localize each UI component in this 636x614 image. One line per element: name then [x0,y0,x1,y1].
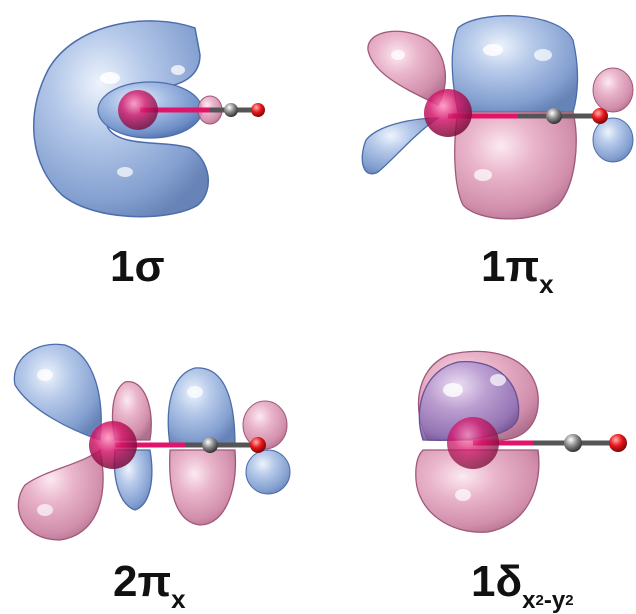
2pi-small-upper [242,400,288,450]
label-main: 1π [481,242,540,291]
pi-lobe-lower-left [361,117,441,175]
delta-lower-lobe [415,449,540,533]
label-main: 1σ [110,242,165,291]
2pi-lobe-right-lower [169,449,237,526]
label-sub-y: -y [543,587,566,614]
carbon-atom [546,108,562,124]
label-main: 1δ [471,557,523,606]
metal-atom [89,421,137,469]
orbital-panel-2pix: 2πx [0,300,318,613]
pi-lobe-upper-right [451,15,579,113]
2pi-lobe-upper-left [13,343,102,441]
orbital-1pix-image [361,15,634,220]
orbital-panel-1delta: 1δx2-y2 [318,300,636,613]
carbon-atom [224,103,238,117]
oxygen-atom [609,434,627,452]
oxygen-atom [251,103,265,117]
2pi-lobe-lower-left [17,448,104,541]
orbital-1delta-image [415,350,627,533]
label-1delta: 1δx2-y2 [471,557,574,613]
label-1pix: 1πx [481,242,554,298]
metal-atom [118,90,158,130]
metal-atom [424,89,472,137]
label-sup-1: 2 [535,592,544,609]
oxygen-atom [592,108,608,124]
label-subscript: x [171,584,186,614]
pi-small-upper [592,67,634,113]
carbon-atom [202,437,218,453]
label-1sigma: 1σ [110,245,165,289]
orbital-panel-1sigma: 1σ [0,0,318,300]
pi-small-lower [592,117,634,163]
label-subscript: x [539,269,554,299]
2pi-lobe-right-upper [167,367,236,446]
label-sub-x: x [522,587,536,614]
label-main: 2π [113,557,172,606]
orbital-2pix-image [13,343,291,541]
label-sup-2: 2 [565,592,574,609]
metal-atom [447,417,499,469]
orbital-1sigma-image [33,20,265,218]
oxygen-atom [250,437,266,453]
orbital-panel-1pix: 1πx [318,0,636,300]
2pi-small-lower [245,449,291,495]
pi-lobe-upper-left [367,30,447,106]
label-subscript: x2-y2 [522,587,573,614]
pi-lobe-lower-right [454,111,577,220]
label-2pix: 2πx [113,557,186,613]
carbon-atom [564,434,582,452]
